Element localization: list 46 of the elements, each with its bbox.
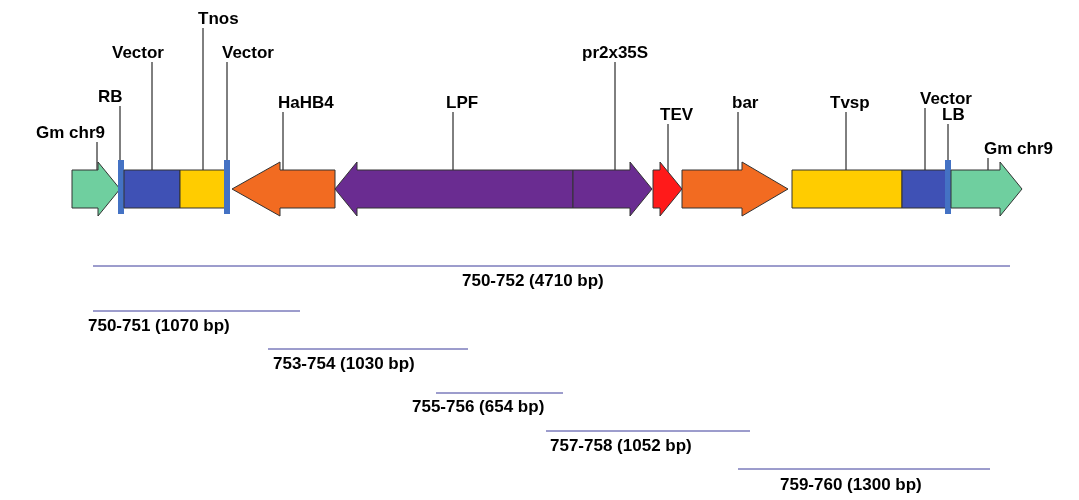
border-marker — [224, 160, 230, 214]
gene-segment — [335, 162, 573, 216]
gene-segment — [653, 162, 682, 216]
amplicon-label: 755-756 (654 bp) — [412, 398, 545, 416]
amplicon-label: 753-754 (1030 bp) — [273, 355, 415, 373]
dna-segment — [902, 170, 946, 208]
leader-line — [845, 111, 847, 171]
gene-segment — [682, 162, 788, 216]
part-label: TEV — [660, 106, 694, 124]
part-label: pr2x35S — [582, 44, 649, 62]
part-label: Tnos — [198, 10, 239, 28]
part-label: bar — [732, 94, 759, 112]
gene-segment — [72, 162, 120, 216]
leader-line — [947, 123, 949, 161]
leader-line — [987, 157, 989, 171]
dna-segment — [124, 170, 180, 208]
gene-segment — [573, 162, 652, 216]
gene-segment — [951, 162, 1022, 216]
part-label: Vector — [222, 44, 274, 62]
leader-line — [282, 111, 284, 171]
part-label: Vector — [112, 44, 164, 62]
part-label: RB — [98, 88, 123, 106]
leader-line — [119, 105, 121, 161]
amplicon-label: 750-751 (1070 bp) — [88, 317, 230, 335]
part-label: Tvsp — [830, 94, 870, 112]
gene-segment — [232, 162, 335, 216]
amplicon-label: 750-752 (4710 bp) — [462, 272, 604, 290]
dna-segment — [792, 170, 902, 208]
leader-line — [614, 61, 616, 171]
leader-line — [924, 107, 926, 171]
amplicon-label: 757-758 (1052 bp) — [550, 437, 692, 455]
part-label: Vector — [920, 90, 972, 108]
part-label: LPF — [446, 94, 479, 112]
amplicon-label: 759-760 (1300 bp) — [780, 476, 922, 494]
leader-line — [96, 141, 98, 171]
part-label: Gm chr9 — [984, 140, 1053, 158]
part-label: LB — [942, 106, 965, 124]
dna-segment — [180, 170, 226, 208]
leader-line — [737, 111, 739, 171]
leader-line — [667, 123, 669, 173]
leader-line — [202, 27, 204, 171]
leader-line — [151, 61, 153, 171]
part-label: HaHB4 — [278, 94, 334, 112]
part-label: Gm chr9 — [36, 124, 105, 142]
leader-line — [452, 111, 454, 171]
leader-line — [226, 61, 228, 161]
